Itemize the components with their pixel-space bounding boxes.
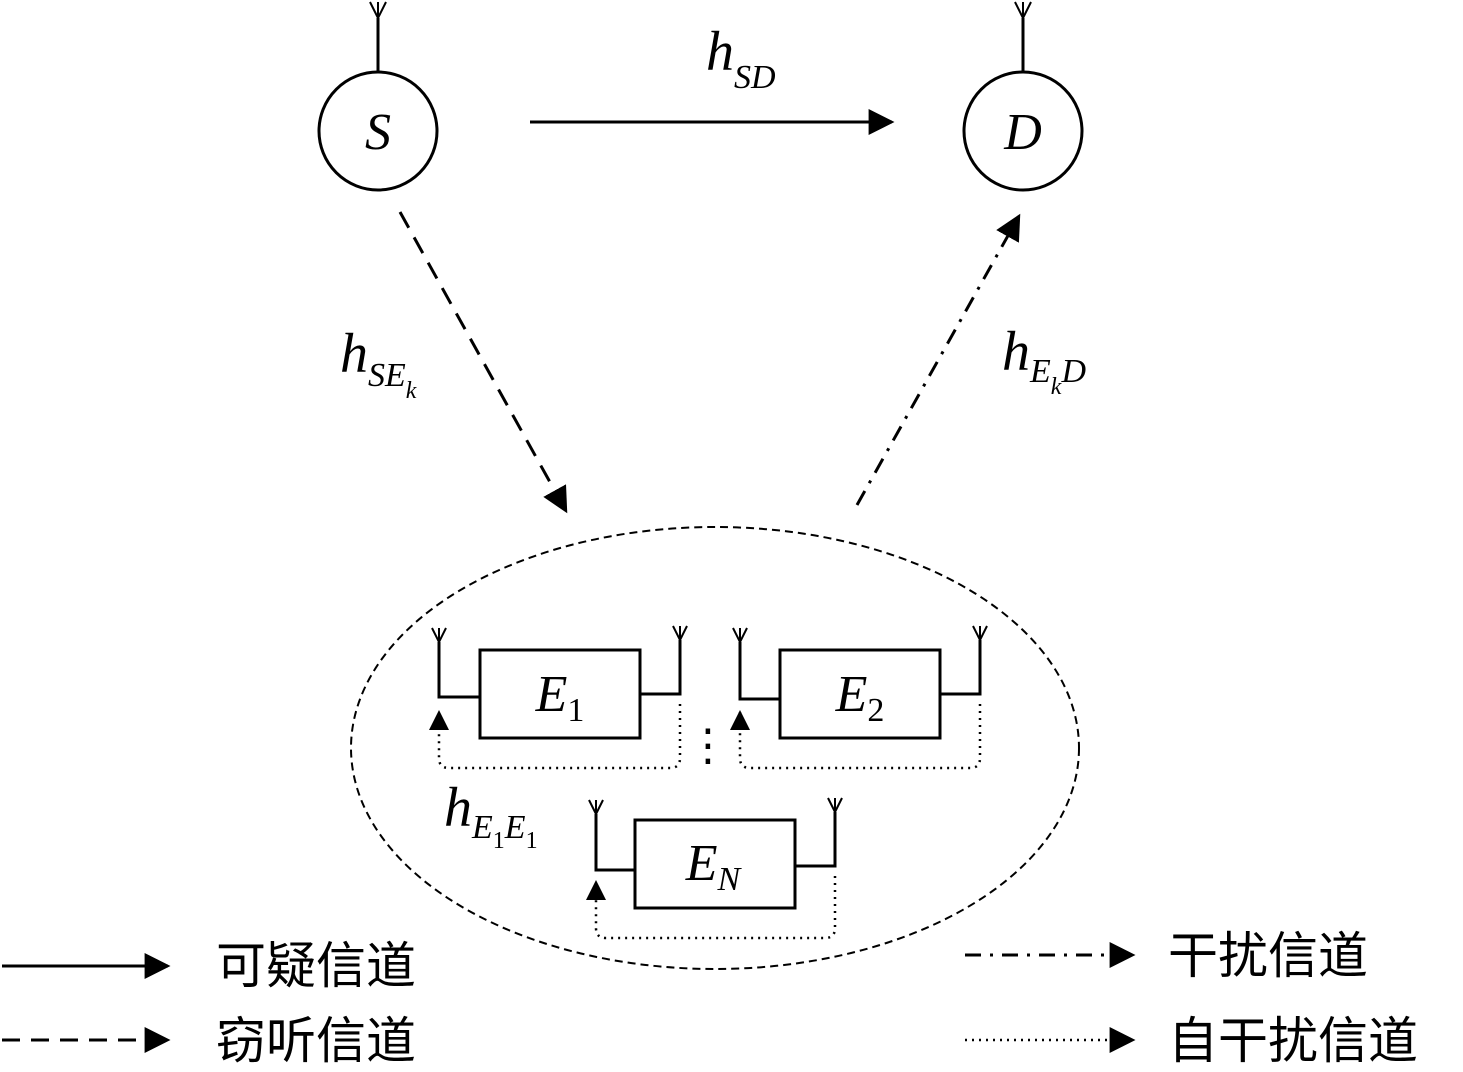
e1-right-feed (640, 640, 682, 696)
legend-eavesdrop-label: 窃听信道 (216, 1012, 416, 1070)
destination-label: D (1003, 104, 1042, 161)
en-right-feed (795, 812, 837, 868)
source-label: S (365, 104, 391, 161)
en-left-feed (594, 814, 635, 872)
source-antenna-icon (369, 1, 387, 19)
h-se-label: hSEk (340, 323, 417, 404)
eavesdropper-cluster (350, 526, 1080, 970)
en-left-antenna-icon (588, 799, 604, 815)
e1-label: E1 (535, 666, 585, 729)
e1-left-feed (437, 642, 480, 699)
eavesdropper-e1: E1 (429, 625, 688, 770)
eavesdrop-channel-arrow (398, 211, 568, 514)
source-circle (317, 70, 439, 192)
e2-right-antenna-icon (972, 625, 988, 641)
en-label: EN (685, 835, 743, 898)
e2-left-antenna-icon (732, 627, 748, 643)
legend-suspicious-label: 可疑信道 (216, 937, 416, 995)
jamming-channel-arrow (855, 213, 1021, 506)
e1-right-antenna-icon (672, 625, 688, 641)
eavesdropper-en: EN (586, 797, 843, 940)
eavesdropper-e2: E2 (730, 625, 988, 770)
en-box (633, 818, 797, 910)
destination-antenna-icon (1014, 1, 1032, 19)
e2-box (778, 648, 942, 740)
e2-left-feed (738, 642, 780, 701)
e1-left-antenna-icon (431, 627, 447, 643)
source-node: S (317, 1, 439, 192)
e2-self-interference-arrow (730, 704, 982, 770)
h-sd-label: hSD (706, 21, 776, 96)
e2-label: E2 (835, 666, 885, 729)
legend-jamming-label: 干扰信道 (1168, 927, 1368, 985)
en-right-antenna-icon (827, 797, 843, 813)
more-eavesdroppers-ellipsis: ⋮ (686, 720, 730, 771)
legend: 可疑信道 窃听信道 干扰信道 自干扰信道 (2, 927, 1418, 1070)
legend-self-interference-label: 自干扰信道 (1168, 1012, 1418, 1070)
destination-node: D (962, 1, 1084, 192)
e1-box (478, 648, 642, 740)
e2-right-feed (940, 640, 982, 696)
h-ee-label: hE1E1 (444, 777, 538, 854)
h-ed-label: hEkD (1002, 321, 1086, 400)
destination-circle (962, 70, 1084, 192)
en-self-interference-arrow (586, 876, 837, 940)
